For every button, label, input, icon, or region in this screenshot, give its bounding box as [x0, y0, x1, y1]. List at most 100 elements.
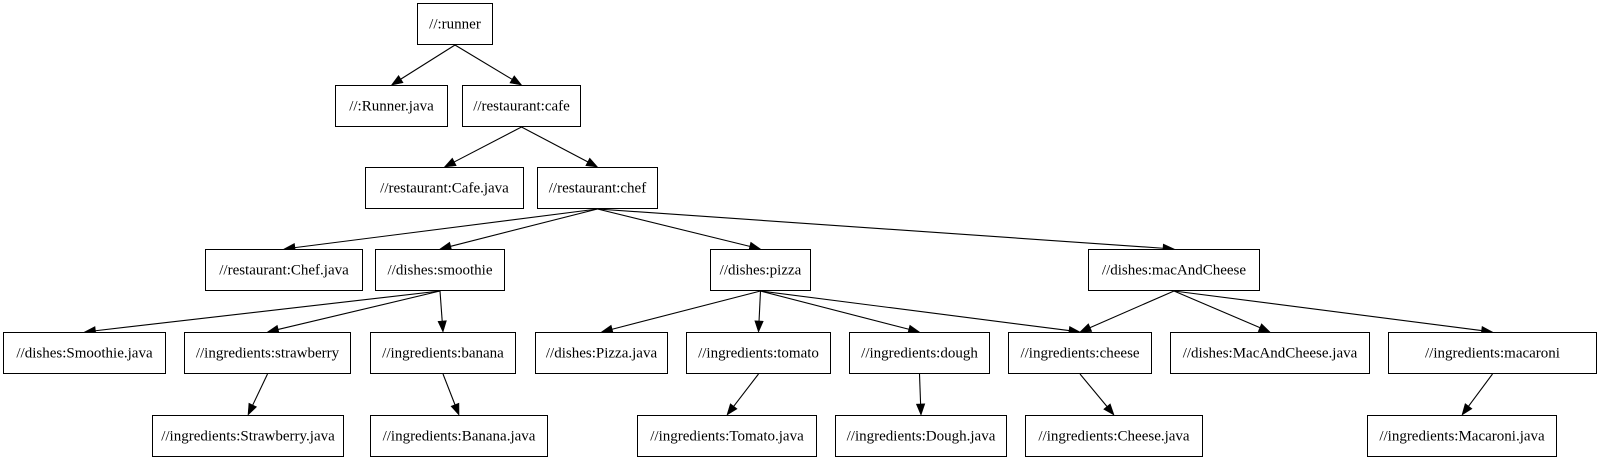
graph-node[interactable]: //restaurant:chef [537, 167, 658, 209]
graph-node-label: //ingredients:macaroni [1425, 345, 1560, 361]
graph-edge [733, 373, 759, 407]
graph-edge-arrowhead [443, 157, 457, 168]
graph-node-label: //ingredients:dough [861, 345, 978, 361]
graph-edge [442, 373, 456, 405]
nodes-layer: //:runner //:Runner.java //restaurant:cafe… [3, 3, 1597, 457]
graph-edge [439, 290, 443, 322]
graph-node[interactable]: //:Runner.java [335, 85, 448, 127]
graph-node-box[interactable] [1025, 415, 1203, 457]
graph-node-box[interactable] [370, 332, 516, 374]
graph-node-box[interactable] [184, 332, 351, 374]
graph-node-label: //ingredients:banana [382, 345, 504, 361]
graph-node-box[interactable] [1170, 332, 1370, 374]
graph-edge [1468, 373, 1493, 407]
graph-edge-arrowhead [247, 402, 258, 416]
graph-node-box[interactable] [152, 415, 344, 457]
graph-node[interactable]: //dishes:Smoothie.java [3, 332, 166, 374]
graph-node-box[interactable] [535, 332, 668, 374]
graph-node[interactable]: //ingredients:Banana.java [370, 415, 548, 457]
graph-node-label: //restaurant:cafe [473, 98, 570, 114]
graph-node-label: //ingredients:cheese [1020, 345, 1139, 361]
graph-node-label: //:Runner.java [349, 98, 434, 114]
graph-edge-arrowhead [1079, 323, 1093, 333]
graph-edge [1173, 290, 1261, 329]
graph-node[interactable]: //ingredients:tomato [686, 332, 831, 374]
graph-edge-arrowhead [726, 403, 738, 416]
graph-node[interactable]: //ingredients:Macaroni.java [1367, 415, 1557, 457]
graph-edge [612, 290, 761, 330]
graph-edge [597, 208, 1164, 249]
graph-node-label: //restaurant:Cafe.java [380, 180, 509, 196]
graph-node-box[interactable] [686, 332, 831, 374]
graph-node-box[interactable] [335, 85, 448, 127]
graph-node-box[interactable] [417, 3, 493, 45]
graph-edge-arrowhead [450, 402, 460, 416]
graph-node[interactable]: //:runner [417, 3, 493, 45]
graph-node[interactable]: //ingredients:Tomato.java [637, 415, 817, 457]
graph-edge [454, 126, 522, 163]
graph-node[interactable]: //restaurant:Cafe.java [365, 167, 524, 209]
graph-node-box[interactable] [637, 415, 817, 457]
graph-node-label: //dishes:Smoothie.java [16, 345, 153, 361]
graph-edge [294, 208, 598, 249]
graph-edge [1089, 290, 1175, 329]
edges-layer [83, 44, 1494, 416]
graph-node[interactable]: //dishes:Pizza.java [535, 332, 668, 374]
graph-node-box[interactable] [710, 249, 811, 291]
graph-node-label: //ingredients:Macaroni.java [1379, 428, 1545, 444]
graph-node[interactable]: //ingredients:banana [370, 332, 516, 374]
graph-edge-arrowhead [509, 75, 523, 86]
graph-node[interactable]: //ingredients:strawberry [184, 332, 351, 374]
graph-edge-arrowhead [437, 320, 447, 333]
graph-node-box[interactable] [462, 85, 581, 127]
graph-node[interactable]: //dishes:pizza [710, 249, 811, 291]
graph-node-label: //ingredients:Strawberry.java [161, 428, 335, 444]
graph-node-box[interactable] [835, 415, 1007, 457]
graph-node[interactable]: //restaurant:cafe [462, 85, 581, 127]
graph-edge [521, 126, 589, 163]
graph-node-label: //dishes:pizza [720, 262, 802, 278]
graph-edge [450, 208, 598, 247]
graph-node-box[interactable] [375, 249, 505, 291]
graph-node-box[interactable] [3, 332, 166, 374]
graph-edge [758, 290, 762, 322]
graph-node-box[interactable] [1008, 332, 1152, 374]
graph-node[interactable]: //dishes:macAndCheese [1088, 249, 1260, 291]
graph-edge [252, 373, 268, 406]
graph-edge [918, 373, 922, 405]
graph-node-box[interactable] [537, 167, 658, 209]
graph-node[interactable]: //ingredients:cheese [1008, 332, 1152, 374]
graph-node[interactable]: //ingredients:Strawberry.java [152, 415, 344, 457]
graph-node[interactable]: //restaurant:Chef.java [205, 249, 363, 291]
graph-node-box[interactable] [849, 332, 990, 374]
graph-node-label: //ingredients:tomato [698, 345, 819, 361]
graph-edge-arrowhead [1103, 403, 1115, 416]
graph-node-label: //ingredients:Banana.java [383, 428, 536, 444]
graph-node-label: //ingredients:Cheese.java [1038, 428, 1190, 444]
graph-node[interactable]: //dishes:MacAndCheese.java [1170, 332, 1370, 374]
graph-node[interactable]: //ingredients:Dough.java [835, 415, 1007, 457]
graph-edge [400, 44, 456, 80]
graph-edge [95, 290, 441, 332]
graph-edge-arrowhead [1461, 403, 1473, 416]
graph-edge-arrowhead [754, 320, 764, 333]
graph-node-box[interactable] [370, 415, 548, 457]
graph-node-box[interactable] [1388, 332, 1597, 374]
graph-node[interactable]: //ingredients:macaroni [1388, 332, 1597, 374]
graph-edge-arrowhead [390, 75, 404, 86]
graph-edge-arrowhead [915, 403, 926, 416]
graph-edge-arrowhead [1257, 323, 1271, 333]
graph-node-box[interactable] [365, 167, 524, 209]
graph-edge [760, 290, 1070, 332]
graph-node[interactable]: //ingredients:Cheese.java [1025, 415, 1203, 457]
graph-node-box[interactable] [1367, 415, 1557, 457]
graph-node-label: //restaurant:chef [549, 180, 646, 196]
graph-node-label: //ingredients:Tomato.java [650, 428, 804, 444]
graph-node[interactable]: //ingredients:dough [849, 332, 990, 374]
graph-edge [454, 44, 513, 80]
graph-node-box[interactable] [1088, 249, 1260, 291]
graph-edge [1173, 290, 1482, 332]
graph-node-box[interactable] [205, 249, 363, 291]
graph-node[interactable]: //dishes:smoothie [375, 249, 505, 291]
